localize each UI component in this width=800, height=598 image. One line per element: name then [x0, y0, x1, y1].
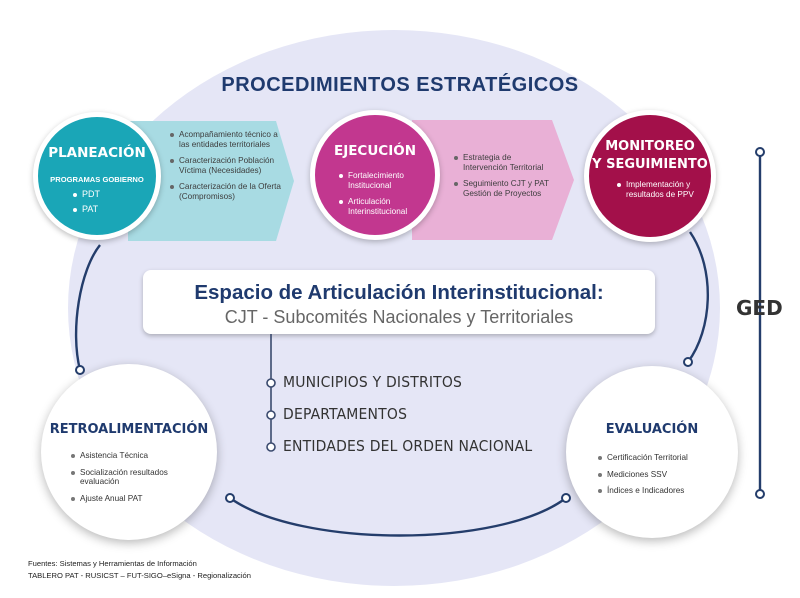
- ejecucion-band-list: Estrategia de Intervención Territorial S…: [452, 153, 558, 205]
- planeacion-band-list: Acompañamiento técnico a las entidades t…: [168, 130, 286, 209]
- evaluacion-to-retro-line: [229, 497, 567, 537]
- sources-line-1: Fuentes: Sistemas y Herramientas de Info…: [28, 559, 197, 568]
- monitoreo-list: Implementación y resultados de PPV: [615, 180, 699, 199]
- monitoreo-title-line2: Y SEGUIMIENTO: [592, 157, 708, 172]
- espacio-articulacion-box: Espacio de Articulación Interinstitucion…: [143, 270, 655, 334]
- monitoreo-title-line1: MONITOREO: [605, 139, 695, 154]
- planeacion-program-list: PDT PAT: [71, 189, 156, 215]
- level-departamentos: DEPARTAMENTOS: [283, 405, 408, 423]
- ejecucion-item: Fortalecimiento Institucional: [337, 171, 421, 190]
- evaluacion-list: Certificación Territorial Mediciones SSV…: [596, 453, 714, 496]
- planeacion-arrow-band: [128, 121, 294, 241]
- level-municipios: MUNICIPIOS Y DISTRITOS: [283, 373, 463, 391]
- planeacion-circle: PLANEACIÓN PROGRAMAS GOBIERNO PDT PAT: [33, 112, 161, 240]
- band-item: Caracterización Población Víctima (Neces…: [168, 156, 286, 175]
- evaluacion-title: EVALUACIÓN: [605, 422, 699, 437]
- level-node: [266, 378, 276, 388]
- level-entidades-nacionales: ENTIDADES DEL ORDEN NACIONAL: [283, 437, 533, 455]
- retro-item: Asistencia Técnica: [69, 451, 187, 461]
- ejecucion-circle: EJECUCIÓN Fortalecimiento Institucional …: [310, 110, 440, 240]
- evaluacion-item: Mediciones SSV: [596, 470, 714, 480]
- espacio-subtitle: CJT - Subcomités Nacionales y Territoria…: [224, 307, 574, 327]
- retroalimentacion-list: Asistencia Técnica Socialización resulta…: [69, 451, 187, 503]
- ged-label: GED: [736, 296, 783, 320]
- ejecucion-title: EJECUCIÓN: [333, 143, 417, 159]
- retroalimentacion-title: RETROALIMENTACIÓN: [49, 422, 209, 437]
- retro-item: Socialización resultados evaluación: [69, 468, 187, 487]
- sources-footer: Fuentes: Sistemas y Herramientas de Info…: [28, 558, 251, 582]
- ged-line-top-node: [755, 147, 765, 157]
- levels-vertical-line: [266, 334, 276, 452]
- band-item: Estrategia de Intervención Territorial: [452, 153, 558, 172]
- band-item: Caracterización de la Oferta (Compromiso…: [168, 182, 286, 201]
- connector-node: [225, 493, 235, 503]
- connector-node: [561, 493, 571, 503]
- connector-node: [75, 365, 85, 375]
- program-item: PAT: [71, 204, 156, 215]
- planeacion-title: PLANEACIÓN: [48, 145, 146, 161]
- ejecucion-list: Fortalecimiento Institucional Articulaci…: [337, 171, 421, 216]
- planeacion-subtitle: PROGRAMAS GOBIERNO: [50, 175, 144, 184]
- band-item: Acompañamiento técnico a las entidades t…: [168, 130, 286, 149]
- evaluacion-item: Certificación Territorial: [596, 453, 714, 463]
- page-title: PROCEDIMIENTOS ESTRATÉGICOS: [221, 74, 579, 96]
- level-node: [266, 442, 276, 452]
- retroalimentacion-circle: RETROALIMENTACIÓN Asistencia Técnica Soc…: [41, 364, 217, 540]
- retro-to-planeacion-line: [74, 244, 101, 371]
- retro-item: Ajuste Anual PAT: [69, 494, 187, 504]
- band-item: Seguimiento CJT y PAT Gestión de Proyect…: [452, 179, 558, 198]
- evaluacion-circle: EVALUACIÓN Certificación Territorial Med…: [566, 366, 738, 538]
- monitoreo-item: Implementación y resultados de PPV: [615, 180, 699, 199]
- ejecucion-item: Articulación Interinstitucional: [337, 197, 421, 216]
- ged-line-bottom-node: [755, 489, 765, 499]
- program-item: PDT: [71, 189, 156, 200]
- monitoreo-circle: MONITOREO Y SEGUIMIENTO Implementación y…: [584, 110, 716, 242]
- monitoreo-to-evaluacion-line: [687, 231, 710, 363]
- level-node: [266, 410, 276, 420]
- ejecucion-arrow-band: [412, 120, 574, 240]
- espacio-title: Espacio de Articulación Interinstitucion…: [194, 281, 604, 304]
- connector-node: [683, 357, 693, 367]
- evaluacion-item: Índices e Indicadores: [596, 486, 714, 496]
- sources-line-2: TABLERO PAT - RUSICST – FUT-SIGO–eSigna …: [28, 571, 251, 580]
